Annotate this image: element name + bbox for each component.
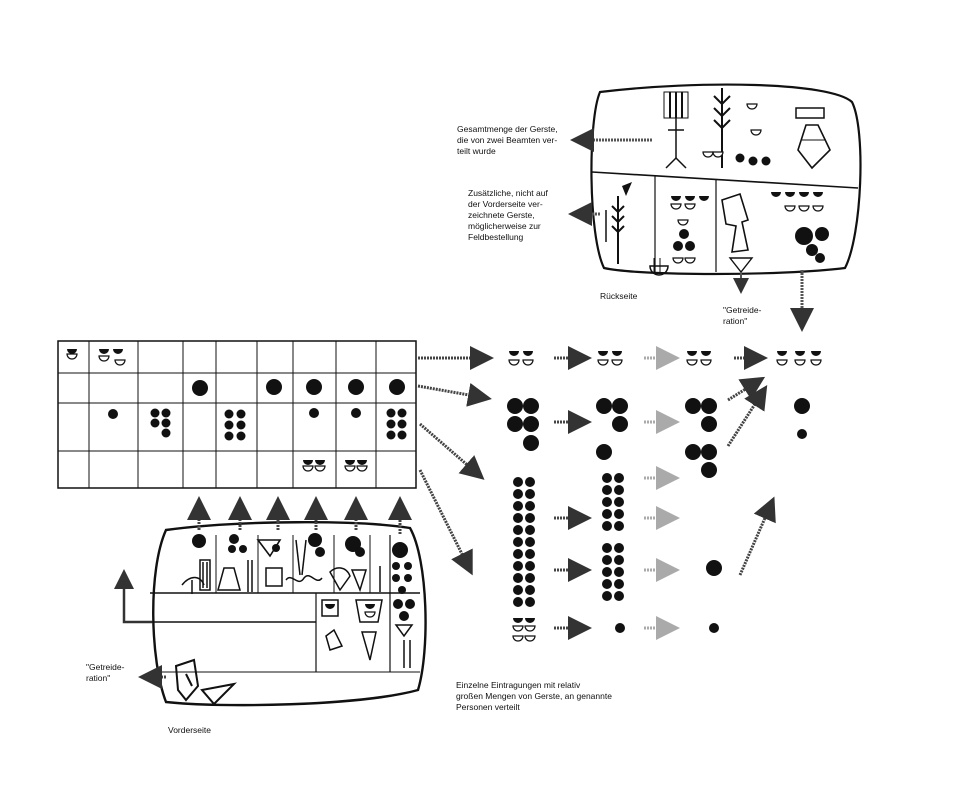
table-arrows — [417, 346, 494, 576]
sign-vessel-icon — [795, 107, 831, 170]
sign-head-icon — [721, 192, 754, 274]
label-additional-barley: Zusätzliche, nicht auf der Vorderseite v… — [468, 188, 548, 242]
grid-table — [57, 340, 417, 489]
label-reverse-side: Rückseite — [600, 291, 638, 301]
label-total-barley: Gesamtmenge der Gerste, die von zwei Bea… — [457, 124, 558, 156]
label-grain-ration-reverse: "Getreide- ration" — [723, 305, 762, 326]
label-grain-ration-obverse: "Getreide- ration" — [86, 662, 125, 683]
reverse-tablet — [568, 83, 862, 332]
obverse-tablet — [114, 496, 427, 707]
summary-columns — [507, 346, 822, 642]
sign-ear-lower-icon — [605, 182, 632, 264]
label-obverse-side: Vorderseite — [168, 725, 211, 735]
obverse-pictographs — [181, 539, 381, 594]
sign-plant-icon — [663, 91, 689, 169]
label-individual-entries: Einzelne Eintragungen mit relativ großen… — [456, 680, 612, 712]
